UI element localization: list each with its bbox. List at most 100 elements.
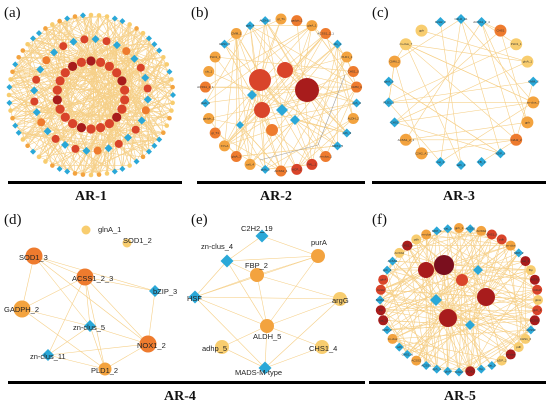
edge-ar2 <box>236 33 251 165</box>
edge-ar3 <box>440 18 462 163</box>
edge-ar5e <box>264 298 341 369</box>
ar4-label-ACSS1_2_3: ACSS1_2_3 <box>72 274 113 283</box>
ar1-circle-node <box>50 22 55 27</box>
edge-ar2-dark <box>259 144 319 161</box>
edge-ar1 <box>116 24 130 73</box>
ar5f-circle-node <box>454 223 464 233</box>
ar1-diamond-node <box>156 136 163 143</box>
panel-letter-a: (a) <box>4 5 21 21</box>
edge-ar1 <box>147 94 174 100</box>
edge-ar1 <box>109 123 144 158</box>
edge-ar3 <box>481 21 528 123</box>
ar4-label-SOD1_3: SOD1_3 <box>19 253 48 262</box>
ar3-node-label: adh_4 <box>457 163 466 167</box>
ar1-circle-node <box>134 26 139 31</box>
edge-ar4 <box>89 325 106 370</box>
ar5f-circle-node <box>520 333 531 344</box>
ar4-node-PLD1_2 <box>98 362 112 376</box>
edge-ar4 <box>21 255 35 310</box>
ar5f-diamond-node <box>476 364 486 374</box>
ar1-circle-node <box>170 100 175 106</box>
ar1-circle-node <box>72 14 78 19</box>
ar5f-node-label: bZIP_2 <box>432 229 442 233</box>
ar5f-circle-node <box>421 229 432 240</box>
ar2-circle-node <box>230 28 242 40</box>
edge-ar5f <box>380 260 393 290</box>
edge-ar2 <box>311 25 357 88</box>
ar1-diamond-node <box>151 41 158 48</box>
edge-ar3 <box>394 122 501 154</box>
ar2-circle-node <box>209 51 221 63</box>
edge-ar1 <box>95 20 123 40</box>
ar2-node-label: cell_4 <box>246 162 254 166</box>
ar2-hub-node <box>295 78 319 102</box>
edge-ar5f <box>425 234 460 373</box>
ar5f-circle-node <box>411 355 422 366</box>
ar5f-node-label: fbp <box>379 308 384 312</box>
ar5f-node-label: gph_1 <box>383 268 392 272</box>
ar2-node-label: CMM_1 <box>231 32 242 36</box>
edge-ar2 <box>224 18 282 45</box>
edge-ar2 <box>261 33 326 111</box>
ar1-circle-node <box>120 85 130 95</box>
ar5f-node-label: ACSS1 <box>421 363 431 367</box>
ar3-circle-node <box>521 55 534 68</box>
edge-ar1 <box>145 79 172 111</box>
ar5f-node-label: C2H2 <box>455 370 463 374</box>
edge-ar2 <box>205 89 308 104</box>
edge-ar4 <box>21 276 86 310</box>
edge-ar5f <box>461 230 482 281</box>
ar5f-node-label: ACSS1 <box>530 318 540 322</box>
ar1-diamond-node <box>64 15 71 22</box>
ar5f-diamond-node <box>465 224 475 234</box>
edge-ar5f <box>383 228 448 280</box>
edge-ar5f <box>435 234 493 301</box>
ar5f-circle-node <box>486 229 497 240</box>
ar2-diamond-node <box>352 98 362 108</box>
ar5f-diamond-node <box>443 366 453 376</box>
ar1-circle-node <box>10 115 15 121</box>
ar5f-circle-node <box>387 333 398 344</box>
ar2-diamond-node <box>332 39 342 49</box>
ar5f-hub-node <box>439 309 457 327</box>
ar1-diamond-node <box>6 99 13 106</box>
ar1-circle-node <box>86 124 96 134</box>
ar5f-circle-node <box>476 225 487 236</box>
edge-ar2 <box>265 118 354 170</box>
edge-ar1 <box>12 15 84 119</box>
edge-ar4 <box>33 255 156 292</box>
edge-ar2 <box>294 56 348 121</box>
ar1-circle-node <box>43 159 48 164</box>
panel-letter-f: (f) <box>372 212 387 228</box>
edge-ar2 <box>259 79 298 170</box>
edge-ar4 <box>147 290 156 345</box>
ar2-node-label: gph_4 <box>352 101 361 105</box>
ar5f-node-label: glnA <box>535 298 541 302</box>
edge-ar5f <box>443 264 538 311</box>
ar2-diamond-node <box>220 39 230 49</box>
ar1-diamond-node <box>30 148 37 155</box>
edge-ar1 <box>45 15 100 29</box>
ar3-diamond-node <box>456 14 466 24</box>
edge-ar5f <box>379 269 427 301</box>
edge-ar2 <box>271 129 298 170</box>
edge-ar3 <box>421 139 517 154</box>
ar5f-diamond-node <box>375 295 385 305</box>
edge-ar5f <box>386 299 437 331</box>
ar5f-circle-node <box>533 295 543 305</box>
ar2-node-label: ALDH_2 <box>348 116 360 120</box>
ar3-diamond-node <box>383 97 394 108</box>
ar1-circle-node <box>136 63 145 72</box>
edge-ar1 <box>10 56 164 80</box>
ar2-node-label: cls_1 <box>334 42 341 46</box>
ar5f-node-label: pdh <box>499 237 504 241</box>
edge-ar3 <box>388 43 517 103</box>
ar2-node-label: NOX1_5 <box>332 144 344 148</box>
ar5f-circle-node <box>375 305 386 316</box>
ar3-node-label: CHS1 <box>496 29 504 33</box>
ar4-node-zn_clus_5 <box>84 320 96 332</box>
edge-ar5f <box>458 227 471 372</box>
ar1-diamond-node <box>166 68 173 75</box>
ar5f-node-label: bZIP_2 <box>382 328 392 332</box>
ar5f-node-label: ACSS1 <box>465 227 475 231</box>
